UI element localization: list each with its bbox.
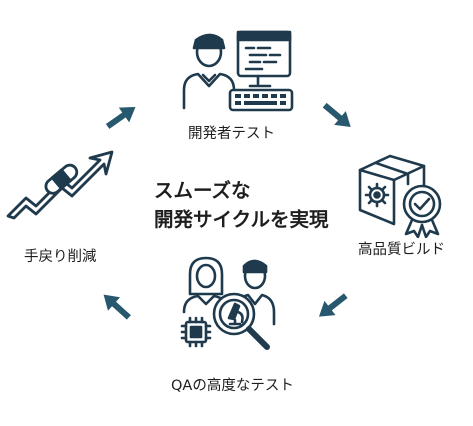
center-caption-line1: スムーズな	[154, 179, 251, 202]
label-quality-build: 高品質ビルド	[358, 242, 445, 258]
developer-at-computer-icon	[182, 30, 294, 112]
package-quality-badge-icon	[358, 154, 442, 238]
label-dev-test: 開発者テスト	[188, 126, 275, 142]
label-rework: 手戻り削減	[24, 249, 97, 265]
center-caption: スムーズな 開発サイクルを実現	[154, 176, 329, 234]
qa-team-magnifier-icon	[180, 256, 276, 350]
label-qa-test: QAの高度なテスト	[171, 378, 294, 394]
arrow-rework-to-dev	[105, 106, 136, 129]
arrow-dev-to-build	[322, 102, 351, 127]
arrow-build-to-qa	[318, 293, 348, 317]
arrow-qa-to-rework	[103, 294, 131, 320]
bandaged-trend-arrow-icon	[6, 150, 114, 220]
center-caption-line2: 開発サイクルを実現	[154, 208, 329, 231]
